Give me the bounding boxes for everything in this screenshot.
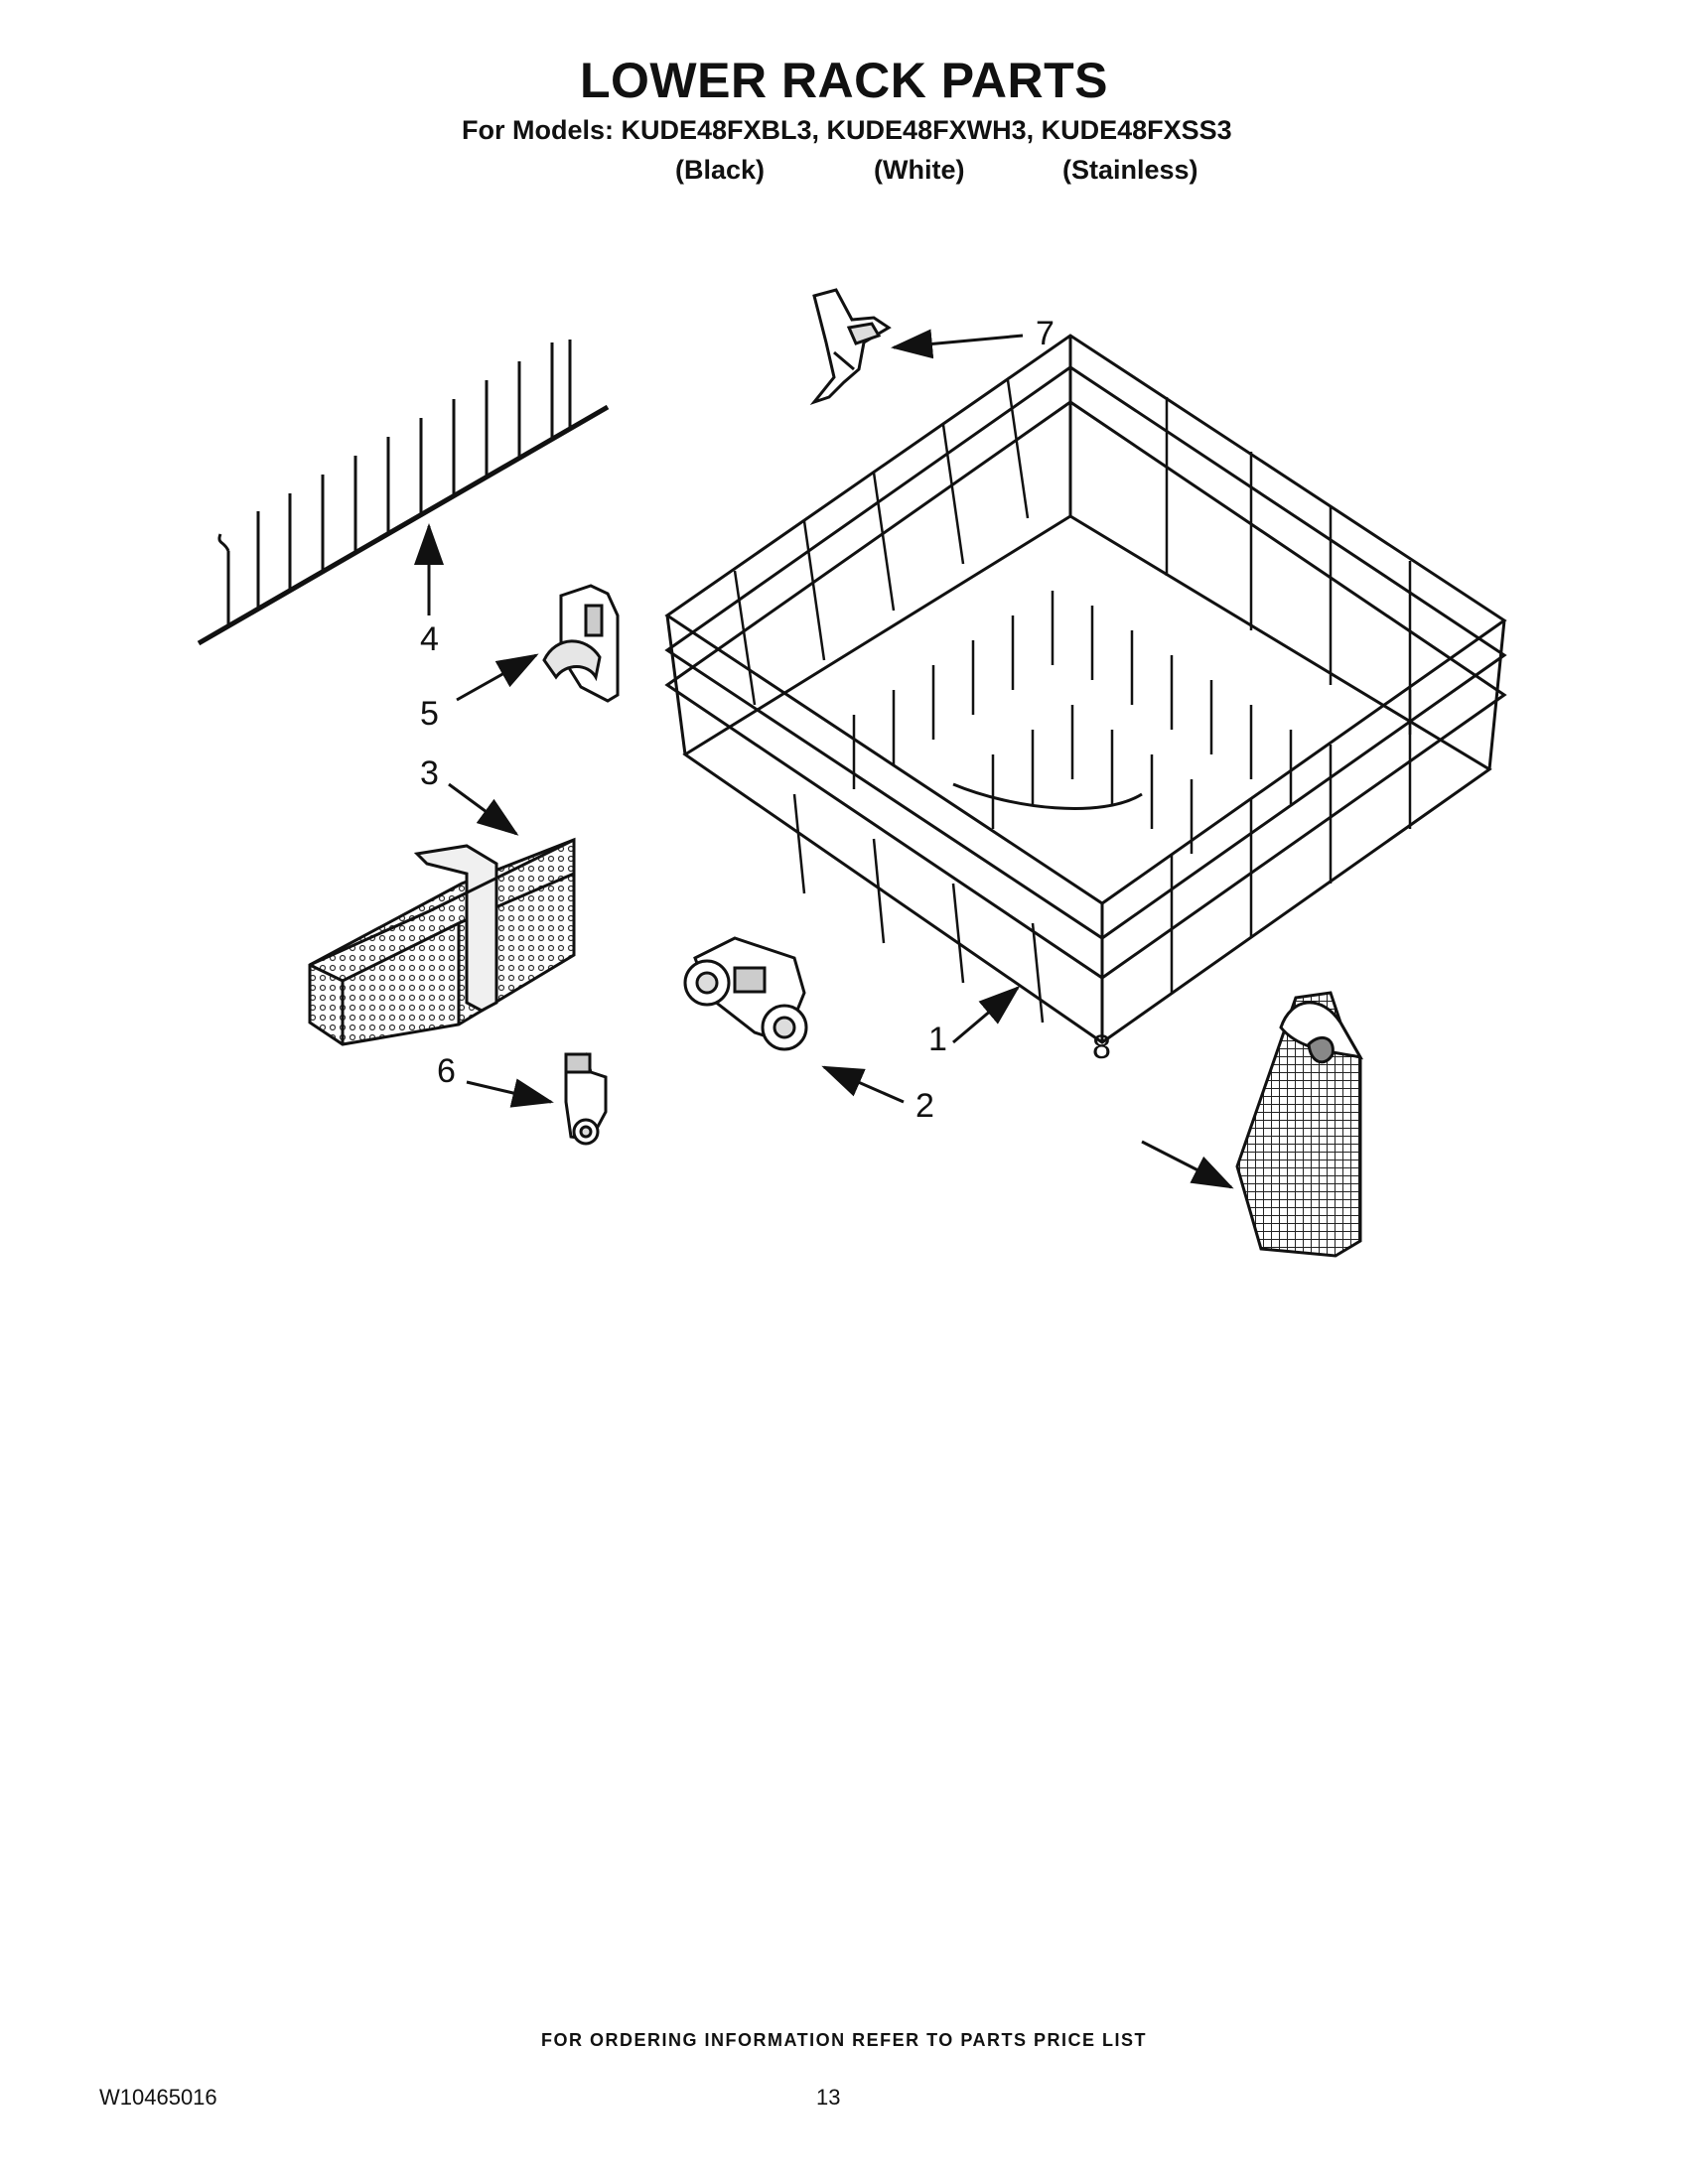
rack-wire-frame-part — [664, 334, 1507, 1044]
ordering-note: FOR ORDERING INFORMATION REFER TO PARTS … — [540, 2030, 1147, 2050]
wheel-assembly-part — [683, 936, 808, 1051]
page-title: LOWER RACK PARTS — [579, 53, 1109, 108]
leader-lines — [414, 329, 1234, 1189]
callout-4: 4 — [420, 620, 439, 658]
callout-2: 2 — [915, 1087, 934, 1125]
callout-1: 1 — [928, 1021, 947, 1058]
models-line: For Models: KUDE48FXBL3, KUDE48FXWH3, KU… — [462, 115, 1232, 145]
callout-8: 8 — [1092, 1028, 1111, 1066]
callout-6: 6 — [437, 1052, 456, 1090]
callout-5: 5 — [420, 695, 439, 733]
small-basket-part — [1235, 991, 1364, 1258]
silverware-basket-part — [308, 837, 576, 1046]
callout-7: 7 — [1036, 315, 1055, 352]
variant-white: (White) — [874, 155, 965, 185]
stop-clip-part — [809, 288, 892, 406]
variant-stainless: (Stainless) — [1062, 155, 1198, 185]
page-number: 13 — [816, 2085, 841, 2110]
tine-row-part — [197, 340, 610, 646]
variant-black: (Black) — [675, 155, 766, 185]
small-wheel-part — [564, 1052, 608, 1146]
document-number: W10465016 — [99, 2085, 217, 2110]
tine-clip-part — [542, 584, 620, 703]
callout-3: 3 — [420, 754, 439, 792]
